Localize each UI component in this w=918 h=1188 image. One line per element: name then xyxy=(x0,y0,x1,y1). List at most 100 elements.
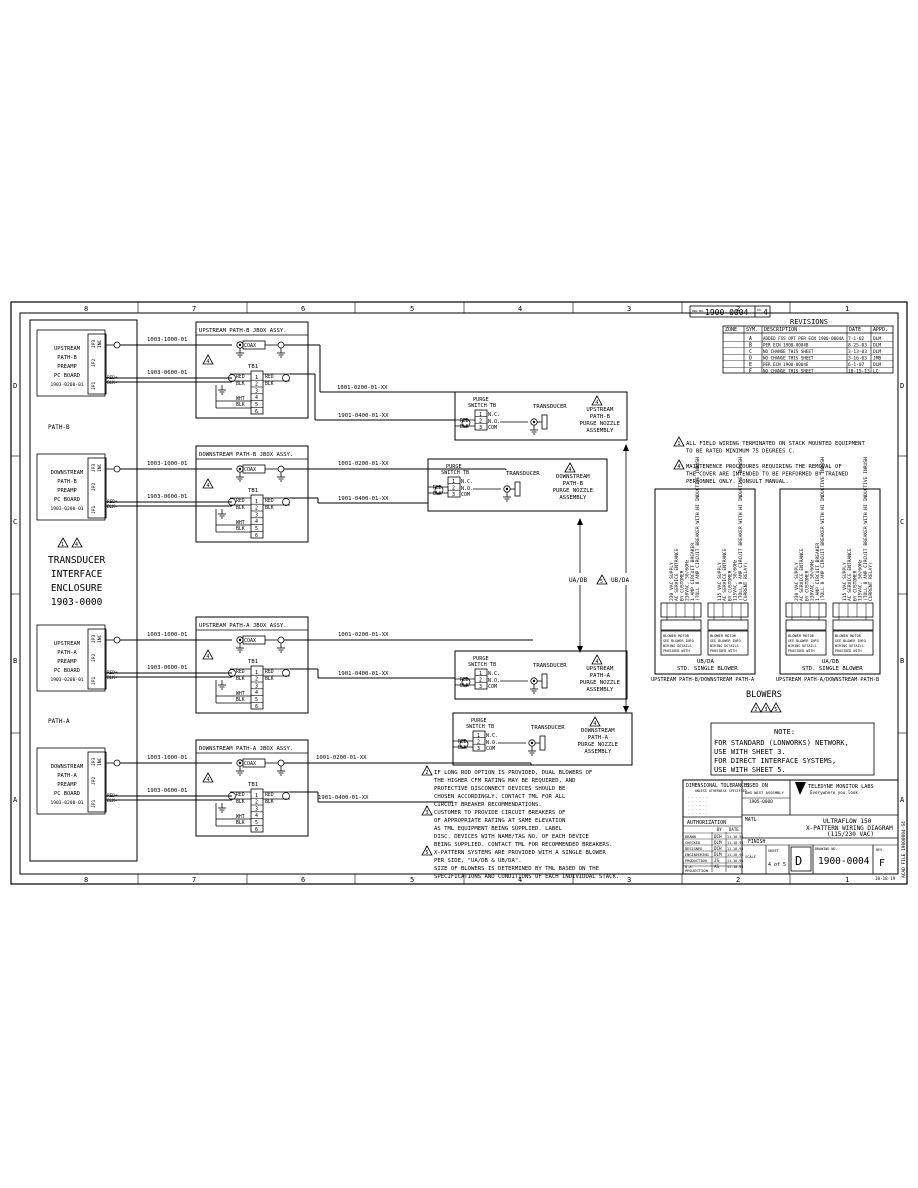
preamp-board-text: UPSTREAM xyxy=(54,346,81,352)
jbox-title: DOWNSTREAM PATH-A JBOX ASSY. xyxy=(199,746,293,752)
note-marker: 2 xyxy=(421,765,433,776)
preamp-board-text: PC BOARD xyxy=(54,373,80,379)
note-box-line: USE WITH SHEET 3. xyxy=(714,748,786,756)
tolerance-row: · · · · · · xyxy=(688,811,708,815)
inc-label: INC xyxy=(97,634,103,643)
tb1-terminal-number: 4 xyxy=(255,690,258,696)
tb1-terminal-number: 2 xyxy=(255,382,258,388)
board-red-label: RED+ xyxy=(107,670,118,676)
sign-date: 11-18-98 xyxy=(727,853,743,857)
blower-motor-label: BLOWER MOTOR xyxy=(788,634,815,638)
drawing-subtitle: X-PATTERN WIRING DIAGRAM xyxy=(806,825,893,832)
preamp-connector-strip xyxy=(87,333,107,395)
power-cable-label: 1903-0600-01 xyxy=(147,665,187,671)
note-marker: 3 xyxy=(760,702,772,713)
tb1-label: TB1 xyxy=(248,364,258,370)
jp2-label: JP2 xyxy=(91,776,97,785)
drawing-size: D xyxy=(795,854,802,868)
ground-symbol xyxy=(530,684,538,694)
note-marker: 5 xyxy=(421,845,433,856)
nozzle-assembly-text: PURGE NOZZLE xyxy=(578,742,619,748)
preamp-board-text: 1903-0200-01 xyxy=(50,677,83,683)
preamp-board-text: PC BOARD xyxy=(54,791,80,797)
path-a-label: PATH-A xyxy=(48,718,70,725)
blower-caption: UB/DA xyxy=(697,659,714,665)
coax-label: COAX xyxy=(244,638,256,644)
coax-connector-icon xyxy=(113,759,121,767)
preamp-board-text: PC BOARD xyxy=(54,497,80,503)
company-name: TELEDYNE MONITOR LABS xyxy=(808,784,874,790)
sign-role: ENGINEERING xyxy=(685,853,709,857)
nozzle-assembly-text: PURGE NOZZLE xyxy=(553,488,594,494)
field-coax-label: 1001-0200-01-XX xyxy=(337,385,388,391)
note5-line: PER SIDE, "UA/DB & UB/DA". xyxy=(434,858,522,864)
note-marker: 5 xyxy=(770,702,782,713)
zone-col-label: 1 xyxy=(845,305,849,313)
zone-row-label: C xyxy=(13,518,17,526)
blower-motor-sub: PROVIDED WITH xyxy=(663,649,690,653)
zone-col-label: 7 xyxy=(192,305,196,313)
blower-supply-text: 230 VAC SUPPLY xyxy=(669,562,675,601)
preamp-board xyxy=(36,329,106,397)
blower-supply-text: (TOLL 8 AMP CIRCUIT BREAKER WITH HI INDU… xyxy=(695,457,701,601)
zone-col-label: 8 xyxy=(84,876,88,884)
blower-supply-text: AC SERVICE ENTRANCE xyxy=(674,548,680,601)
tb1-terminal-number: 1 xyxy=(255,670,258,676)
link-ua-db: UA/DB xyxy=(569,577,587,584)
field-coax-label: 1001-0200-01-XX xyxy=(338,461,389,467)
preamp-connector-strip xyxy=(87,751,107,813)
note-marker: 1 xyxy=(673,436,685,447)
enclosure-label-line: TRANSDUCER xyxy=(48,555,105,566)
switch-terminal: 3 xyxy=(479,425,482,431)
blower-supply-text: 230VAC, 50/60Hz xyxy=(685,559,691,601)
jbox-frame xyxy=(195,321,309,419)
blower-motor-sub: PROVIDED WITH xyxy=(835,649,862,653)
nc-label: N.C. xyxy=(488,671,500,677)
tb1-red-label: RED xyxy=(236,498,245,504)
note-box: NOTE: FOR STANDARD (LONWORKS) NETWORK,US… xyxy=(710,722,875,776)
coax-center-pin xyxy=(238,467,242,471)
coax-center-pin xyxy=(505,487,509,491)
note-number: 2 xyxy=(754,707,757,713)
sign-name: AS xyxy=(714,864,720,869)
next-assy-number: 1905-0000 xyxy=(749,799,773,805)
svg-text:SH: SH xyxy=(757,308,761,312)
rev-appd: LC xyxy=(873,369,879,375)
transducer-symbol xyxy=(541,414,548,430)
header-sheet: 4 xyxy=(763,308,768,317)
rev-col-header: APPD. xyxy=(873,327,888,333)
zone-col-label: 7 xyxy=(192,876,196,884)
blower-terminal-box xyxy=(785,619,827,631)
note-number: 4 xyxy=(677,464,680,470)
blower-supply-text: AC SERVICE ENTRANCE xyxy=(722,548,728,601)
tb1-terminal-number: 2 xyxy=(255,506,258,512)
blower-under-caption: UPSTREAM PATH-B/DOWNSTREAM PATH-A xyxy=(651,677,755,683)
note-triangle xyxy=(750,702,762,713)
tb1-blk-label: BLK xyxy=(236,381,245,387)
note4-line: THE COVER ARE INTENDED TO BE PERFORMED B… xyxy=(686,472,848,478)
tb1-blk-label: BLK xyxy=(236,799,245,805)
purge-label: PURGE xyxy=(473,397,489,403)
zone-row-label: B xyxy=(13,657,17,665)
tb1-block xyxy=(250,370,264,415)
transducer-symbol xyxy=(539,735,546,751)
tb1-blk-label: BLK xyxy=(236,676,245,682)
switch-red-label: RED xyxy=(433,485,442,491)
board-red-label: RED+ xyxy=(107,375,118,381)
sign-role: Q.A. xyxy=(685,865,694,869)
switch-terminal: 2 xyxy=(479,678,482,684)
nc-label: N.C. xyxy=(486,733,498,739)
sign-name: DLM xyxy=(714,852,722,857)
gland-icon xyxy=(282,792,290,800)
nozzle-assembly-text: UPSTREAM xyxy=(586,666,614,672)
gland-icon xyxy=(434,485,444,495)
jbox-frame xyxy=(195,445,309,543)
dwg-no-label: DRAWING NO. xyxy=(815,847,837,851)
enclosure-label-line: INTERFACE xyxy=(51,569,103,580)
com-label: COM xyxy=(486,746,495,752)
rev-date: 3-16-03 xyxy=(848,356,867,362)
preamp-board-text: 1903-0200-01 xyxy=(50,382,83,388)
